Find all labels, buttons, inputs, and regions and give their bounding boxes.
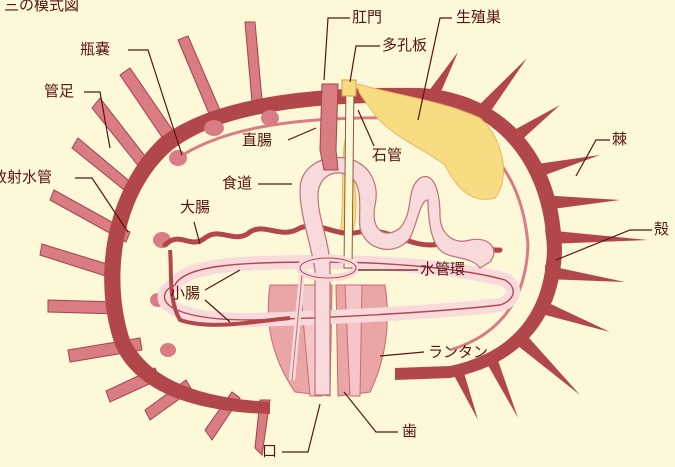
title-label: 三の模式図 xyxy=(4,0,79,14)
anus-label: 肛門 xyxy=(352,8,382,26)
radial-canal-label: 放射水管 xyxy=(0,168,52,186)
mouth-label: 口 xyxy=(262,442,277,460)
spine-label: 棘 xyxy=(612,130,627,148)
esophagus xyxy=(299,156,495,396)
large-intestine-label: 大腸 xyxy=(180,198,210,216)
esophagus-label: 食道 xyxy=(222,174,252,192)
stone-canal xyxy=(343,83,355,269)
small-intestine-label: 小腸 xyxy=(170,284,200,302)
tube-foot-label: 管足 xyxy=(44,82,74,100)
leader-lines xyxy=(75,17,652,453)
ring-canal-edge xyxy=(299,257,357,279)
gonad xyxy=(357,83,504,200)
genital-label: 生殖巣 xyxy=(456,8,501,26)
teeth-label: 歯 xyxy=(402,422,417,440)
lantern-label: ランタン xyxy=(428,343,488,361)
madreporite xyxy=(341,79,357,97)
large-intestine-lower xyxy=(168,249,291,327)
ring-canal-label: 水管環 xyxy=(420,260,465,278)
ampulla-label: 瓶嚢 xyxy=(80,40,110,58)
stone-canal-label: 石管 xyxy=(372,146,402,164)
test-label: 殻 xyxy=(654,220,669,238)
radial-canal-edge xyxy=(291,274,303,381)
rectum-label: 直腸 xyxy=(242,131,272,149)
spines xyxy=(425,52,648,420)
shell-test xyxy=(104,87,563,415)
rectum xyxy=(319,83,339,171)
madreporite-label: 多孔板 xyxy=(382,36,427,54)
